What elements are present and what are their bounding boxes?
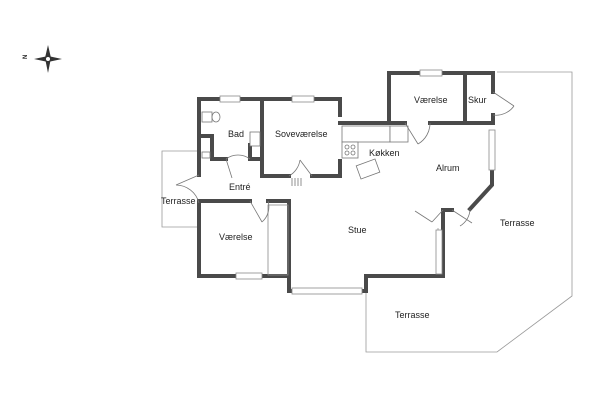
terrace-outlines bbox=[161, 71, 573, 353]
stairs bbox=[291, 178, 302, 186]
room-label-koekken: Køkken bbox=[369, 148, 400, 158]
compass-rose-icon bbox=[34, 45, 62, 73]
room-label-sovevaerelse: Soveværelse bbox=[275, 129, 328, 139]
compass-north-label: N bbox=[23, 55, 29, 59]
room-label-vaerelse-left: Værelse bbox=[219, 232, 253, 242]
room-label-terrasse-bottom: Terrasse bbox=[395, 310, 430, 320]
room-label-terrasse-left: Terrasse bbox=[161, 196, 196, 206]
room-label-vaerelse-top: Værelse bbox=[414, 95, 448, 105]
room-label-stue: Stue bbox=[348, 225, 367, 235]
windows bbox=[219, 69, 496, 295]
room-label-alrum: Alrum bbox=[436, 163, 460, 173]
kitchen-counter bbox=[341, 125, 409, 180]
room-label-entre: Entré bbox=[229, 182, 251, 192]
room-label-terrasse-right: Terrasse bbox=[500, 218, 535, 228]
room-label-bad: Bad bbox=[228, 129, 244, 139]
room-label-skur: Skur bbox=[468, 95, 487, 105]
bathroom-fixtures bbox=[201, 111, 261, 159]
doors bbox=[175, 91, 515, 227]
